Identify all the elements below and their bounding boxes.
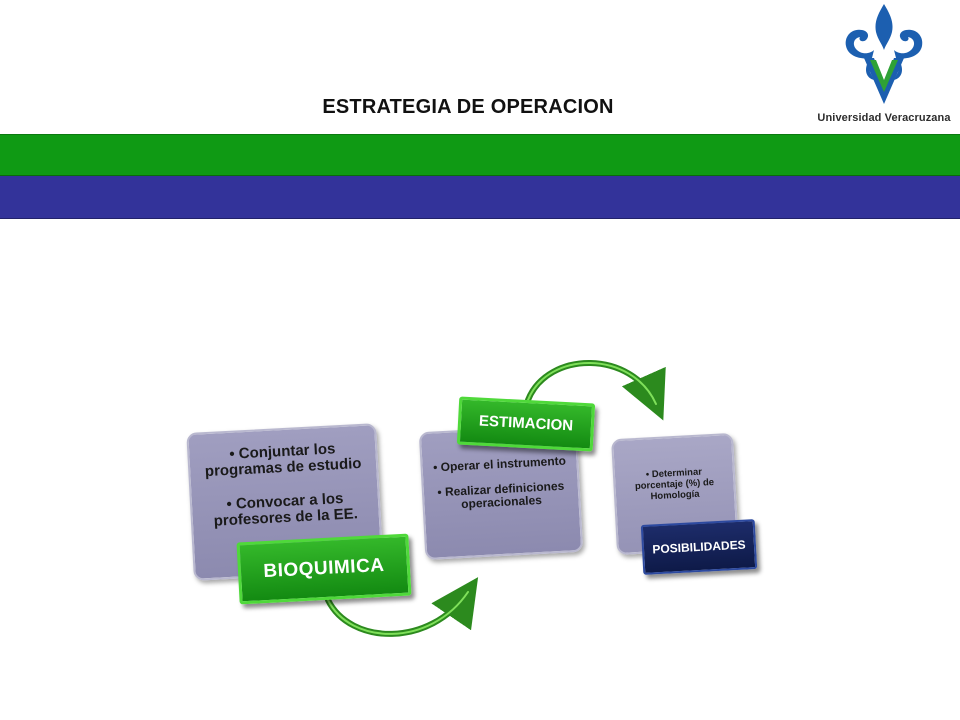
label-estimacion: ESTIMACION xyxy=(456,396,596,452)
bullet-item: • Realizar definiciones operacionales xyxy=(437,478,565,512)
label-posibilidades: POSIBILIDADES xyxy=(640,519,758,575)
bullet-item: • Determinar porcentaje (%) de Homología xyxy=(634,466,715,503)
blue-header-band xyxy=(0,176,960,219)
arrow-estimacion-to-posibilidades xyxy=(525,360,666,421)
label-bioquimica: BIOQUIMICA xyxy=(236,533,412,605)
university-logo: Universidad Veracruzana xyxy=(808,0,960,130)
page-title: ESTRATEGIA DE OPERACION xyxy=(322,96,614,118)
bullet-item: • Convocar a los profesores de la EE. xyxy=(213,489,359,530)
bullet-item: • Operar el instrumento xyxy=(432,453,567,475)
logo-text: Universidad Veracruzana xyxy=(817,112,951,124)
green-header-band xyxy=(0,134,960,176)
bullet-item: • Conjuntar los programas de estudio xyxy=(204,440,362,481)
uv-flame-logo-icon xyxy=(845,4,923,104)
